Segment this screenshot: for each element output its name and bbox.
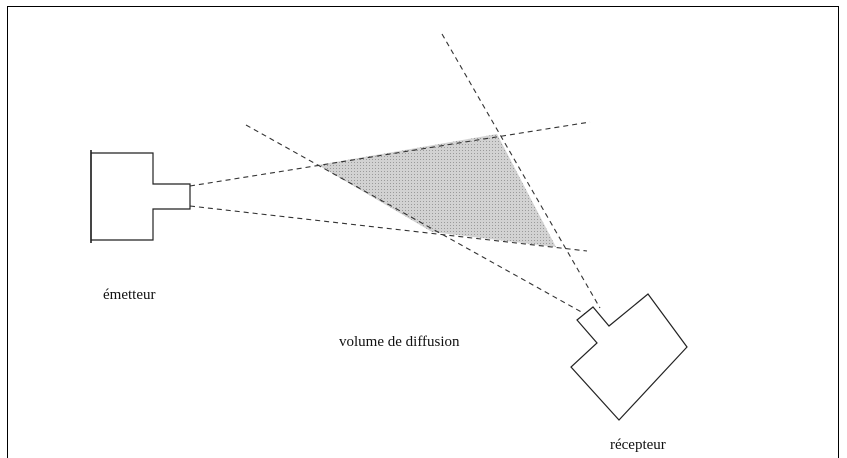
- scattering-volume-label: volume de diffusion: [339, 334, 460, 350]
- scattering-volume-region: [318, 134, 556, 247]
- emitter-beam-lower-line: [189, 205, 588, 252]
- receiver-device-shape: [570, 293, 688, 421]
- receiver-label: récepteur: [610, 437, 666, 453]
- receiver-view-right-line: [441, 33, 601, 309]
- figure-frame: [7, 6, 839, 458]
- emitter-label: émetteur: [103, 287, 156, 303]
- emitter-beam-upper-line: [189, 121, 591, 187]
- emitter-device-shape: [90, 152, 191, 241]
- receiver-view-left-line: [245, 124, 586, 315]
